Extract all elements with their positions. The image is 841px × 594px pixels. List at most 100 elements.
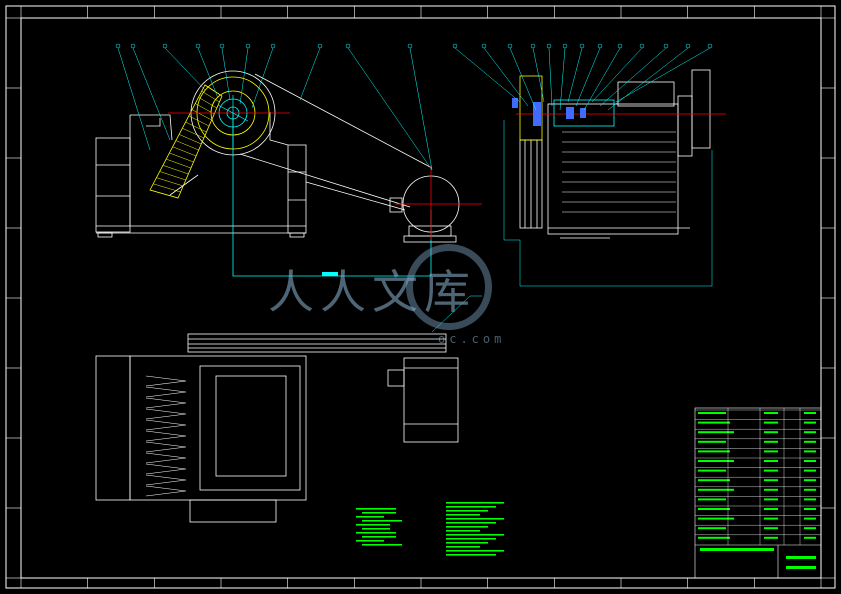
hatch-line [175, 140, 199, 151]
tooth [145, 474, 187, 486]
note-line [446, 502, 504, 504]
top-view [95, 333, 459, 523]
tooth [145, 375, 187, 387]
leader-line [567, 47, 583, 103]
hatch-line [179, 134, 202, 145]
cell-text [698, 431, 734, 434]
cell-text [698, 440, 726, 443]
note-line [362, 544, 402, 546]
leader-line [599, 47, 667, 107]
cell-text [764, 469, 778, 472]
hatch-line [153, 183, 181, 193]
title-text [786, 556, 816, 559]
balloon [270, 43, 276, 49]
cell-text [804, 508, 816, 510]
hatch-line [195, 103, 215, 115]
cell-text [764, 508, 778, 510]
cell-text [698, 460, 734, 462]
drawing-frame [5, 5, 836, 589]
balloon [407, 43, 413, 49]
leader-line [615, 47, 711, 103]
title-text [786, 566, 816, 569]
leader-line [347, 47, 433, 171]
note-line [446, 510, 488, 512]
hatch-line [188, 115, 210, 127]
cell-text [764, 412, 778, 414]
tooth [145, 485, 187, 497]
cell-text [764, 536, 778, 539]
balloon [579, 43, 585, 49]
front-dims [503, 120, 713, 287]
balloon [507, 43, 513, 49]
note-line [356, 508, 396, 510]
cell-text [804, 412, 816, 414]
leader-line [548, 47, 553, 107]
top-leader [431, 295, 482, 333]
cell-text [804, 527, 816, 530]
note-line [362, 512, 396, 514]
cell-text [764, 498, 778, 501]
cell-text [764, 431, 778, 434]
leader-line [117, 47, 151, 151]
cell-text [764, 460, 778, 462]
tooth [145, 419, 187, 431]
hatch-line [204, 84, 223, 97]
leader-line [299, 47, 321, 101]
balloon [195, 43, 201, 49]
leader-line [607, 47, 689, 111]
cell-text [804, 488, 816, 491]
note-line [446, 550, 504, 552]
note-line [446, 522, 496, 524]
leader-line [591, 47, 643, 103]
hatch-line [191, 109, 212, 121]
part-leaders-right [452, 43, 713, 111]
note-line [446, 514, 480, 516]
balloon [245, 43, 251, 49]
cell-text [698, 421, 730, 424]
hatch-line [198, 97, 217, 109]
tooth [145, 430, 187, 442]
balloon [481, 43, 487, 49]
cell-text [698, 488, 734, 491]
leader-line [454, 47, 521, 103]
jaw-hatching [149, 84, 223, 199]
hatch-line [166, 158, 192, 169]
cell-text [698, 469, 726, 472]
cell-text [764, 440, 778, 443]
leader-line [221, 47, 231, 101]
balloon [617, 43, 623, 49]
hatch-line [169, 152, 194, 163]
hatch-line [162, 165, 189, 175]
cell-text [764, 421, 778, 424]
hatch-line [149, 189, 179, 199]
note-line [446, 534, 504, 536]
leader-line [575, 47, 601, 107]
parts-list[interactable] [694, 407, 822, 579]
note-line [446, 518, 504, 520]
cell-text [804, 517, 816, 520]
spokes [217, 95, 249, 150]
note-line [356, 540, 384, 542]
note-line [446, 546, 480, 548]
balloon [219, 43, 225, 49]
note-line [446, 530, 480, 532]
cell-text [804, 440, 816, 443]
cell-text [698, 536, 730, 539]
leader-line [164, 47, 206, 91]
note-line [446, 506, 496, 508]
hatch-line [159, 171, 186, 181]
leader-line [532, 47, 545, 103]
zone-markers [6, 6, 835, 588]
hatch-line [182, 128, 204, 139]
cell-text [698, 412, 726, 414]
balloon [115, 43, 121, 49]
side-view [95, 70, 460, 277]
cell-text [804, 498, 816, 501]
leader-line [239, 47, 249, 105]
front-shaft [512, 98, 586, 126]
balloon [345, 43, 351, 49]
cell-text [698, 498, 726, 501]
hatch-line [172, 146, 197, 157]
cell-text [804, 421, 816, 424]
